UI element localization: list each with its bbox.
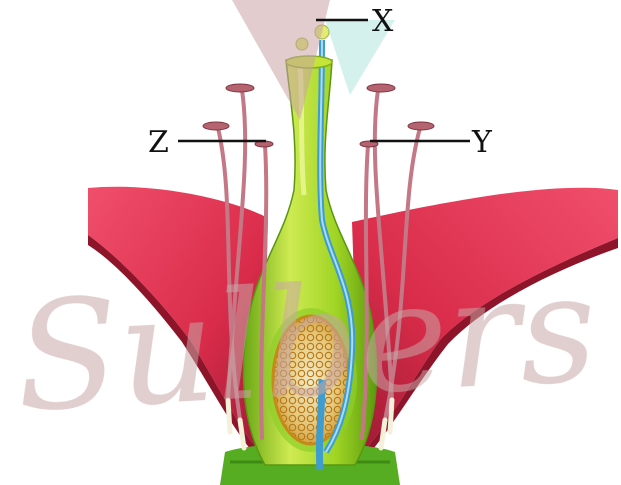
- label-x: X: [372, 4, 394, 39]
- anther: [367, 84, 395, 92]
- label-y: Y: [471, 125, 493, 160]
- anther: [226, 84, 254, 92]
- watermark-text: Sulbers: [12, 242, 601, 446]
- anther: [408, 122, 434, 130]
- label-z: Z: [148, 125, 169, 160]
- anther: [203, 122, 229, 130]
